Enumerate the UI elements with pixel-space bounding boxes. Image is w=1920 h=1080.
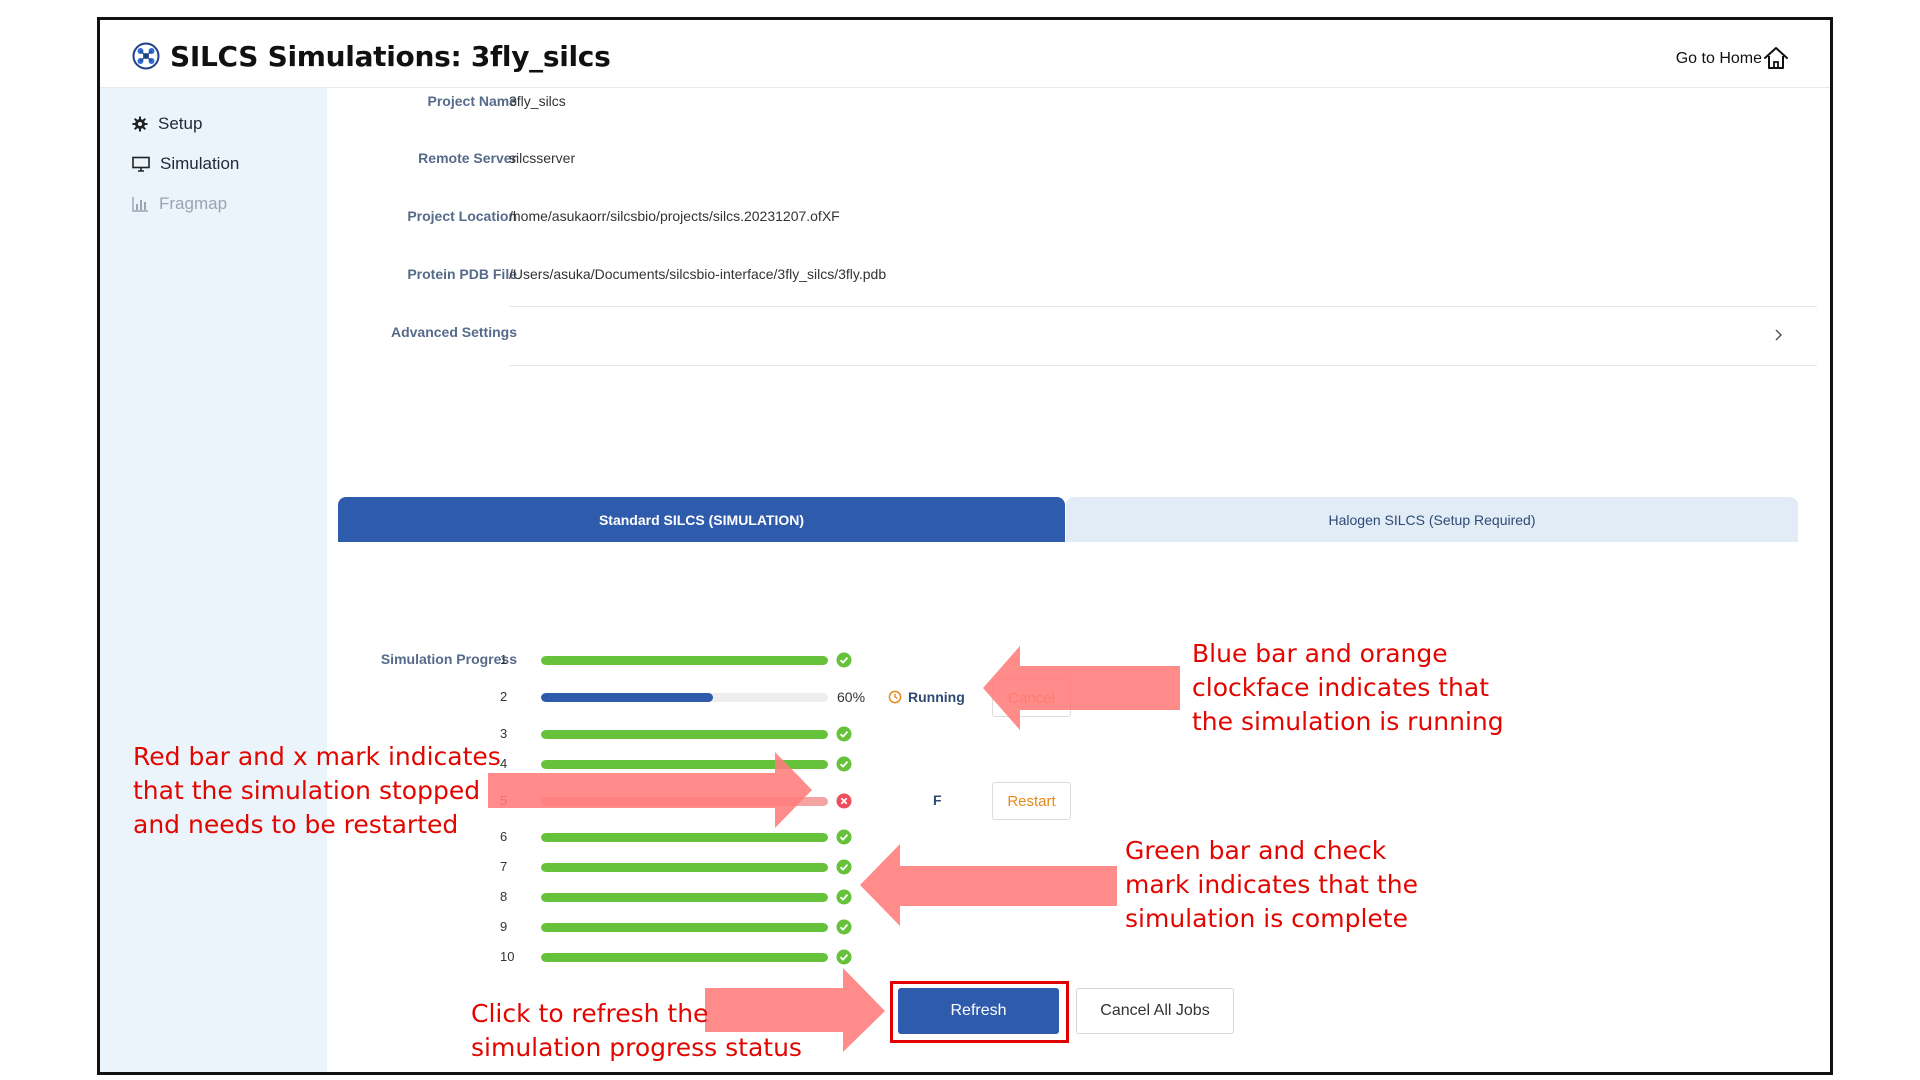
project-name-label: Project Name <box>427 93 517 109</box>
arrow-to-refresh-button <box>705 968 885 1052</box>
check-circle-icon <box>836 919 852 935</box>
sidebar-item-simulation[interactable]: Simulation <box>132 150 239 178</box>
project-location-value: /home/asukaorr/silcsbio/projects/silcs.2… <box>509 208 840 224</box>
x-circle-icon <box>836 793 852 809</box>
home-icon[interactable] <box>1762 44 1790 72</box>
sidebar-item-setup[interactable]: Setup <box>132 110 202 138</box>
monitor-icon <box>132 156 150 172</box>
progress-bar-fill <box>541 893 828 902</box>
gear-icon <box>132 116 148 132</box>
go-to-home-link[interactable]: Go to Home <box>1675 50 1762 67</box>
protein-pdb-file-label: Protein PDB File <box>407 266 517 282</box>
row-number: 6 <box>500 829 508 844</box>
sidebar-item-fragmap[interactable]: Fragmap <box>132 190 227 218</box>
progress-bar-fill <box>541 863 828 872</box>
advanced-settings-chevron-icon[interactable] <box>1773 328 1783 342</box>
check-circle-icon <box>836 859 852 875</box>
sidebar-item-label: Simulation <box>160 154 240 173</box>
annotation-failed: Red bar and x mark indicates that the si… <box>133 740 501 842</box>
check-circle-icon <box>836 889 852 905</box>
annotation-line: simulation is complete <box>1125 904 1408 933</box>
refresh-highlight-box <box>890 981 1069 1043</box>
project-location-label: Project Location <box>407 208 517 224</box>
progress-bar-9 <box>541 923 828 932</box>
divider <box>509 365 1817 366</box>
row-number: 3 <box>500 726 508 741</box>
sidebar-item-label: Fragmap <box>159 194 228 213</box>
failed-status-label: F <box>933 792 942 808</box>
arrow-to-failed-row <box>488 752 812 828</box>
row-number: 9 <box>500 919 508 934</box>
clock-icon <box>888 690 902 704</box>
protein-pdb-file-value: /Users/asuka/Documents/silcsbio-interfac… <box>509 266 887 282</box>
page-title: SILCS Simulations: 3fly_silcs <box>170 40 611 73</box>
annotation-line: Red bar and x mark indicates <box>133 742 501 771</box>
progress-bar-fill <box>541 693 714 702</box>
annotation-line: clockface indicates that <box>1192 673 1489 702</box>
annotation-line: simulation progress status <box>471 1033 802 1062</box>
check-circle-icon <box>836 829 852 845</box>
progress-bar-10 <box>541 953 828 962</box>
check-circle-icon <box>836 949 852 965</box>
row-number: 10 <box>500 949 515 964</box>
silcs-logo-icon <box>132 42 160 70</box>
annotation-complete: Green bar and check mark indicates that … <box>1125 834 1418 936</box>
running-percent: 60% <box>837 689 866 705</box>
progress-bar-fill <box>541 923 828 932</box>
progress-bar-8 <box>541 893 828 902</box>
progress-bar-7 <box>541 863 828 872</box>
sidebar-item-label: Setup <box>158 114 203 133</box>
check-circle-icon <box>836 756 852 772</box>
tab-standard-silcs[interactable]: Standard SILCS (SIMULATION) <box>338 497 1065 542</box>
refresh-button[interactable]: Refresh <box>898 988 1059 1034</box>
bar-chart-icon <box>132 197 148 212</box>
annotation-line: mark indicates that the <box>1125 870 1418 899</box>
progress-bar-2 <box>541 693 828 702</box>
progress-bar-6 <box>541 833 828 842</box>
check-circle-icon <box>836 652 852 668</box>
annotation-line: Green bar and check <box>1125 836 1387 865</box>
progress-bar-fill <box>541 730 828 739</box>
annotation-refresh: Click to refresh the simulation progress… <box>471 997 802 1065</box>
annotation-line: the simulation is running <box>1192 707 1504 736</box>
progress-bar-1 <box>541 656 828 665</box>
row-number: 7 <box>500 859 508 874</box>
row-number: 1 <box>500 652 508 667</box>
app-window: SILCS Simulations: 3fly_silcs Go to Home… <box>97 17 1833 1075</box>
progress-bar-fill <box>541 760 828 769</box>
progress-bar-fill <box>541 833 828 842</box>
annotation-running: Blue bar and orange clockface indicates … <box>1192 637 1504 739</box>
cancel-all-jobs-button[interactable]: Cancel All Jobs <box>1076 988 1234 1034</box>
progress-bar-3 <box>541 730 828 739</box>
simulation-progress-label: Simulation Progress <box>380 651 517 667</box>
tab-halogen-silcs[interactable]: Halogen SILCS (Setup Required) <box>1066 497 1798 542</box>
advanced-settings-label: Advanced Settings <box>390 324 517 340</box>
arrow-to-complete-row <box>860 844 1117 926</box>
row-number: 8 <box>500 889 508 904</box>
app-header: SILCS Simulations: 3fly_silcs Go to Home <box>100 20 1830 88</box>
row-number: 4 <box>500 756 508 771</box>
sidebar: Setup Simulation Fragmap <box>100 88 327 1072</box>
progress-bar-4 <box>541 760 828 769</box>
row-number: 2 <box>500 689 508 704</box>
annotation-line: Blue bar and orange <box>1192 639 1448 668</box>
divider <box>509 306 1817 307</box>
project-name-value: 3fly_silcs <box>509 93 566 109</box>
arrow-to-running-row <box>983 646 1180 730</box>
annotation-line: and needs to be restarted <box>133 810 459 839</box>
annotation-line: Click to refresh the <box>471 999 709 1028</box>
progress-bar-fill <box>541 953 828 962</box>
progress-bar-fill <box>541 656 828 665</box>
running-status-label: Running <box>908 689 965 705</box>
remote-server-label: Remote Server <box>418 150 517 166</box>
restart-job-button[interactable]: Restart <box>992 782 1071 820</box>
check-circle-icon <box>836 726 852 742</box>
annotation-line: that the simulation stopped <box>133 776 481 805</box>
remote-server-value: silcsserver <box>509 150 576 166</box>
